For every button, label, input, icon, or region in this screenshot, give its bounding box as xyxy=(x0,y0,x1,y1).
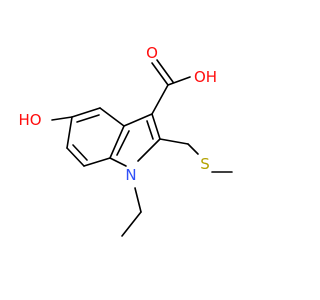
bond-lines xyxy=(51,59,233,237)
bond-n-c7a xyxy=(109,157,127,167)
bond-c7a-c3a-inner xyxy=(116,130,130,156)
molecule-structure: OH O HO S N xyxy=(18,44,233,237)
bond-c6-c7 xyxy=(66,147,85,167)
bond-c7-c7a xyxy=(83,157,111,167)
atom-o-carbonyl: O xyxy=(146,44,158,62)
bond-ch2-s xyxy=(187,143,199,155)
bond-c3-c3a xyxy=(123,113,153,127)
bond-c3-c2 xyxy=(151,113,161,140)
atom-labels: OH O HO S N xyxy=(18,44,217,184)
bond-c3-c2-inner xyxy=(146,120,154,140)
bond-cacid-o-double-a xyxy=(151,62,169,86)
bond-c2-ch2 xyxy=(159,138,189,145)
bond-c3-cacid xyxy=(151,84,169,115)
atom-ho-phenol: HO xyxy=(18,111,41,129)
bond-c7a-c3a xyxy=(109,125,125,159)
bond-c4-c5 xyxy=(71,107,101,118)
bond-c5-c6 xyxy=(66,116,73,149)
bond-c3a-c4 xyxy=(99,107,125,127)
bond-c5-oh xyxy=(51,116,73,121)
bond-cacid-oh xyxy=(167,76,191,86)
atom-nitrogen: N xyxy=(125,166,136,184)
bond-c4-c5-inner xyxy=(76,114,100,123)
bond-c6-c7-inner xyxy=(72,144,88,161)
atom-sulfur: S xyxy=(200,155,210,173)
bond-c2-n xyxy=(137,138,161,162)
bond-ch2-ch3 xyxy=(121,211,142,237)
atom-oh-acid: OH xyxy=(194,68,217,86)
bond-cacid-o-double-b xyxy=(156,59,174,83)
bond-n-ch2 xyxy=(134,187,142,213)
